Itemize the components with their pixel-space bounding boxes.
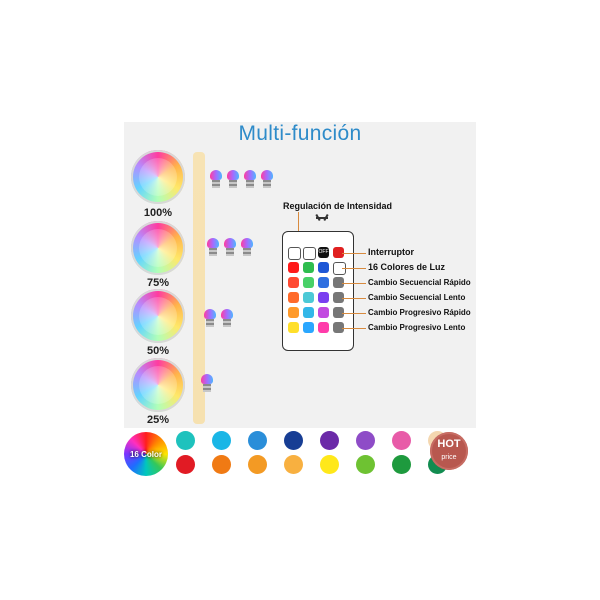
function-label-seq-fast: Cambio Secuencial Rápido [368,278,471,287]
page-title: Multi-función [238,122,362,145]
color-swatch [392,455,411,474]
bulb-icon [261,170,273,188]
color-button[interactable] [288,322,299,333]
color-button[interactable] [303,292,314,303]
color-button[interactable] [318,307,329,318]
brightness-label-75: 75% [146,277,170,289]
on-button[interactable] [333,247,344,258]
color-button[interactable] [288,262,299,273]
color-swatch [356,431,375,450]
color-swatch [176,431,195,450]
bulb-icon [204,309,216,327]
color-swatch [248,455,267,474]
leader-line [342,253,366,254]
color-wheel-label: 16 Color [129,449,162,459]
color-button[interactable] [303,307,314,318]
bulb-icon [221,309,233,327]
brightness-label-100: 100% [143,207,173,219]
bulb-icon [227,170,239,188]
function-label-switch: Interruptor [368,247,414,257]
rgb-bulb-icon [131,358,185,412]
color-button[interactable] [318,262,329,273]
bulb-icon [207,238,219,256]
color-wheel-icon: 16 Color [124,432,168,476]
leader-line [342,298,366,299]
bulb-icon [241,238,253,256]
brightness-bar [193,152,205,424]
leader-line [342,268,366,269]
rgb-bulb-icon [131,289,185,343]
color-button[interactable] [303,262,314,273]
bulb-icon [224,238,236,256]
hot-price-badge: HOT price [430,432,468,470]
color-button[interactable] [318,322,329,333]
color-button[interactable] [288,292,299,303]
leader-line [342,283,366,284]
color-swatch [320,431,339,450]
color-button[interactable] [288,307,299,318]
fade-button[interactable] [333,307,344,318]
function-label-prog-slow: Cambio Progresivo Lento [368,323,466,332]
dimmer-leader-line [298,212,299,249]
color-button[interactable] [288,277,299,288]
rgb-bulb-icon [131,150,185,204]
function-label-seq-slow: Cambio Secuencial Lento [368,293,466,302]
brightness-label-50: 50% [146,345,170,357]
color-button[interactable] [303,322,314,333]
color-swatch [212,431,231,450]
price-label: price [441,454,457,461]
function-label-prog-fast: Cambio Progresivo Rápido [368,308,471,317]
dim-up-button[interactable] [303,247,316,260]
color-swatch [212,455,231,474]
off-button[interactable]: OFF [318,247,329,258]
color-swatch [176,455,195,474]
bulb-icon [201,374,213,392]
color-swatch [392,431,411,450]
function-label-colors: 16 Colores de Luz [368,262,446,272]
brightness-label-25: 25% [146,414,170,426]
signal-icon [316,217,328,227]
color-swatch [284,455,303,474]
flash-button[interactable] [333,277,344,288]
color-swatch [320,455,339,474]
bulb-icon [210,170,222,188]
color-swatch [248,431,267,450]
color-button[interactable] [303,277,314,288]
leader-line [342,313,366,314]
color-button[interactable] [318,277,329,288]
color-swatch [356,455,375,474]
smooth-button[interactable] [333,322,344,333]
dim-down-button[interactable] [288,247,301,260]
remote-control: OFF [282,231,354,351]
leader-line [342,328,366,329]
color-button[interactable] [318,292,329,303]
strobe-button[interactable] [333,292,344,303]
bulb-icon [244,170,256,188]
rgb-bulb-icon [131,221,185,275]
color-swatch [284,431,303,450]
dimmer-callout: Regulación de Intensidad [283,201,393,211]
hot-label: HOT [437,438,461,450]
